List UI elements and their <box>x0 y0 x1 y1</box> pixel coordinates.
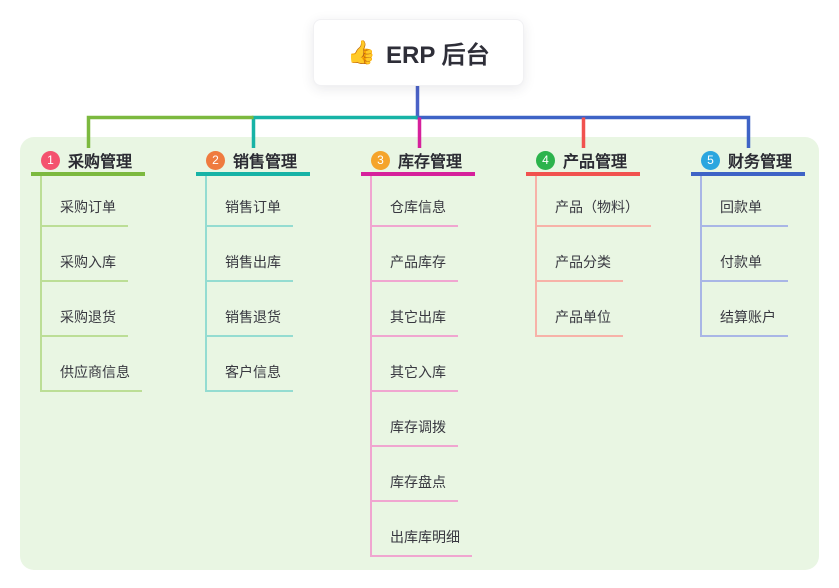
branch-column: 4 产品管理 产品（物料）产品分类产品单位 <box>526 148 688 337</box>
branch-column: 5 财务管理 回款单付款单结算账户 <box>691 148 839 337</box>
child-node[interactable]: 供应商信息 <box>42 337 142 392</box>
branch-children: 采购订单采购入库采购退货供应商信息 <box>40 176 193 392</box>
branch-heading-label: 财务管理 <box>728 154 793 171</box>
branch-column: 2 销售管理 销售订单销售出库销售退货客户信息 <box>196 148 358 392</box>
child-node[interactable]: 采购订单 <box>42 176 128 227</box>
child-node[interactable]: 销售订单 <box>207 176 293 227</box>
branch-number-badge: 1 <box>41 150 60 170</box>
branch-heading-label: 产品管理 <box>563 154 628 171</box>
branch-heading-node[interactable]: 5 财务管理 <box>691 148 805 176</box>
child-node[interactable]: 其它出库 <box>372 282 458 337</box>
branch-children: 产品（物料）产品分类产品单位 <box>535 176 688 337</box>
branch-heading-label: 采购管理 <box>68 154 133 171</box>
branch-column: 3 库存管理 仓库信息产品库存其它出库其它入库库存调拨库存盘点出库库明细 <box>361 148 523 557</box>
child-node[interactable]: 采购入库 <box>42 227 128 282</box>
child-node[interactable]: 客户信息 <box>207 337 293 392</box>
branch-heading-node[interactable]: 1 采购管理 <box>31 148 145 176</box>
branch-heading-label: 库存管理 <box>398 154 463 171</box>
child-node[interactable]: 库存调拨 <box>372 392 458 447</box>
child-node[interactable]: 付款单 <box>702 227 788 282</box>
branches-background-panel <box>20 137 819 570</box>
branch-heading-node[interactable]: 2 销售管理 <box>196 148 310 176</box>
connector-line <box>251 115 418 148</box>
branch-heading-node[interactable]: 3 库存管理 <box>361 148 475 176</box>
child-node[interactable]: 销售出库 <box>207 227 293 282</box>
child-node[interactable]: 出库库明细 <box>372 502 472 557</box>
branch-children: 仓库信息产品库存其它出库其它入库库存调拨库存盘点出库库明细 <box>370 176 523 557</box>
branch-heading-label: 销售管理 <box>233 154 298 171</box>
child-node[interactable]: 其它入库 <box>372 337 458 392</box>
child-node[interactable]: 产品（物料） <box>537 176 651 227</box>
connector-line <box>86 115 254 148</box>
branch-children: 销售订单销售出库销售退货客户信息 <box>205 176 358 392</box>
child-node[interactable]: 产品分类 <box>537 227 623 282</box>
child-node[interactable]: 采购退货 <box>42 282 128 337</box>
root-node-label: ERP 后台 <box>386 42 490 69</box>
root-node[interactable]: 👍 ERP 后台 <box>313 19 524 86</box>
child-node[interactable]: 产品库存 <box>372 227 458 282</box>
branch-column: 1 采购管理 采购订单采购入库采购退货供应商信息 <box>31 148 193 392</box>
branch-number-badge: 4 <box>536 150 555 170</box>
child-node[interactable]: 库存盘点 <box>372 447 458 502</box>
child-node[interactable]: 产品单位 <box>537 282 623 337</box>
child-node[interactable]: 销售退货 <box>207 282 293 337</box>
thumbs-up-icon: 👍 <box>347 39 377 65</box>
child-node[interactable]: 仓库信息 <box>372 176 458 227</box>
connector-line <box>415 115 751 148</box>
child-node[interactable]: 结算账户 <box>702 282 788 337</box>
child-node[interactable]: 回款单 <box>702 176 788 227</box>
branch-heading-node[interactable]: 4 产品管理 <box>526 148 640 176</box>
branch-children: 回款单付款单结算账户 <box>700 176 839 337</box>
branch-number-badge: 3 <box>371 150 390 170</box>
branch-number-badge: 5 <box>701 150 720 170</box>
branch-number-badge: 2 <box>206 150 225 170</box>
